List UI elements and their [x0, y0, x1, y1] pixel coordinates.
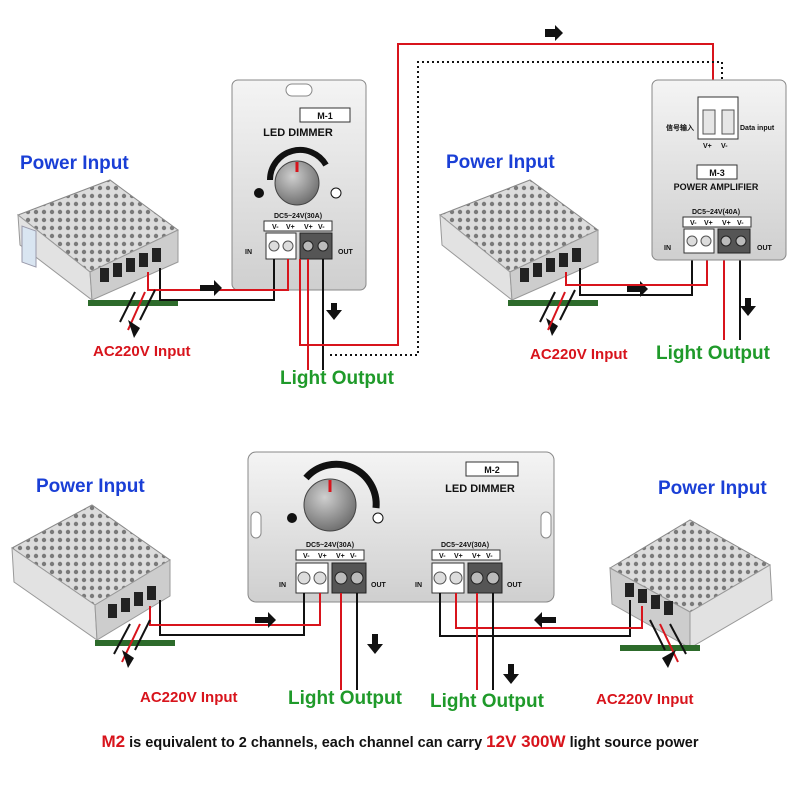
m2-ch2-vminus-in: V- — [439, 553, 446, 560]
m3-rating: DC5~24V(40A) — [692, 209, 740, 216]
wires-top-mid — [539, 252, 741, 340]
m2-ch2-out-label: OUT — [507, 582, 523, 589]
m2-ch2-vminus-out: V- — [486, 553, 493, 560]
m1-title: LED DIMMER — [263, 127, 333, 139]
m2-badge: M-2 — [484, 465, 500, 475]
ac-input-label-4: AC220V Input — [596, 691, 694, 708]
m1-out-label: OUT — [338, 249, 354, 256]
power-amplifier-m3: 信号输入 Data input V+ V- M-3 POWER AMPLIFIER… — [651, 79, 787, 261]
caption: M2 is equivalent to 2 channels, each cha… — [0, 732, 800, 752]
led-dimmer-m1: M-1 LED DIMMER DC5~24V(30A) V- V+ V+ V- … — [231, 79, 367, 291]
m3-title: POWER AMPLIFIER — [674, 182, 759, 192]
m3-vminus-out: V- — [737, 220, 744, 227]
light-output-label-1: Light Output — [280, 368, 395, 389]
m1-vplus-out: V+ — [304, 224, 313, 231]
ac-input-label-2: AC220V Input — [530, 346, 628, 363]
m1-vminus-in: V- — [272, 224, 279, 231]
m3-data-in: Data input — [740, 125, 775, 132]
m2-ch1-vminus-out: V- — [350, 553, 357, 560]
m3-signal-in: 信号输入 — [666, 123, 694, 132]
wires-bottom-right — [439, 593, 687, 690]
m3-vplus-in: V+ — [704, 220, 713, 227]
m2-ch2-vplus-out: V+ — [472, 553, 481, 560]
power-input-label-3: Power Input — [36, 476, 145, 497]
ac-input-label-3: AC220V Input — [140, 689, 238, 706]
m1-rating: DC5~24V(30A) — [274, 213, 322, 220]
m2-ch1-vplus-in: V+ — [318, 553, 327, 560]
wires-bottom-left — [113, 593, 358, 690]
bright-bulb-icon — [330, 187, 342, 199]
svg-text:V-: V- — [721, 143, 728, 150]
light-output-label-4: Light Output — [430, 691, 545, 712]
caption-text-2: light source power — [565, 735, 699, 751]
m2-ch1-vminus-in: V- — [303, 553, 310, 560]
dim-bulb-icon — [254, 188, 264, 198]
m2-ch2-vplus-in: V+ — [454, 553, 463, 560]
power-input-label-2: Power Input — [446, 152, 555, 173]
m3-vplus-out: V+ — [722, 220, 731, 227]
light-output-label-3: Light Output — [288, 688, 403, 709]
signal-wires — [299, 43, 723, 356]
light-output-label-2: Light Output — [656, 343, 771, 364]
m3-vminus-in: V- — [690, 220, 697, 227]
m1-in-label: IN — [245, 249, 252, 256]
caption-spec: 12V 300W — [486, 732, 566, 751]
power-supply-bottom-left — [11, 504, 175, 646]
m1-badge: M-1 — [317, 111, 333, 121]
m2-rating-ch2: DC5~24V(30A) — [441, 542, 489, 549]
m2-ch2-in-label: IN — [415, 582, 422, 589]
m2-ch1-vplus-out: V+ — [336, 553, 345, 560]
m2-rating-ch1: DC5~24V(30A) — [306, 542, 354, 549]
m1-vplus-in: V+ — [286, 224, 295, 231]
m1-vminus-out: V- — [318, 224, 325, 231]
m2-ch1-in-label: IN — [279, 582, 286, 589]
m2-title: LED DIMMER — [445, 483, 515, 495]
power-input-label-1: Power Input — [20, 153, 129, 174]
caption-model: M2 — [101, 732, 126, 751]
flow-arrows-bottom — [122, 612, 676, 684]
led-dimmer-m2: M-2 LED DIMMER DC5~24V(30A) V- V+ V+ V- … — [247, 451, 555, 603]
m2-bright-bulb-icon — [372, 512, 384, 524]
m3-out-label: OUT — [757, 245, 773, 252]
power-input-label-4: Power Input — [658, 478, 767, 499]
m2-dim-bulb-icon — [287, 513, 297, 523]
power-supply-top-right — [439, 179, 599, 306]
m3-badge: M-3 — [709, 168, 725, 178]
power-supply-top-left — [16, 179, 179, 306]
m3-in-label: IN — [664, 245, 671, 252]
m2-ch1-out-label: OUT — [371, 582, 387, 589]
caption-text-1: is equivalent to 2 channels, each channe… — [125, 735, 487, 751]
power-supply-bottom-right — [608, 519, 773, 651]
ac-input-label-1: AC220V Input — [93, 343, 191, 360]
svg-text:V+: V+ — [703, 143, 712, 150]
